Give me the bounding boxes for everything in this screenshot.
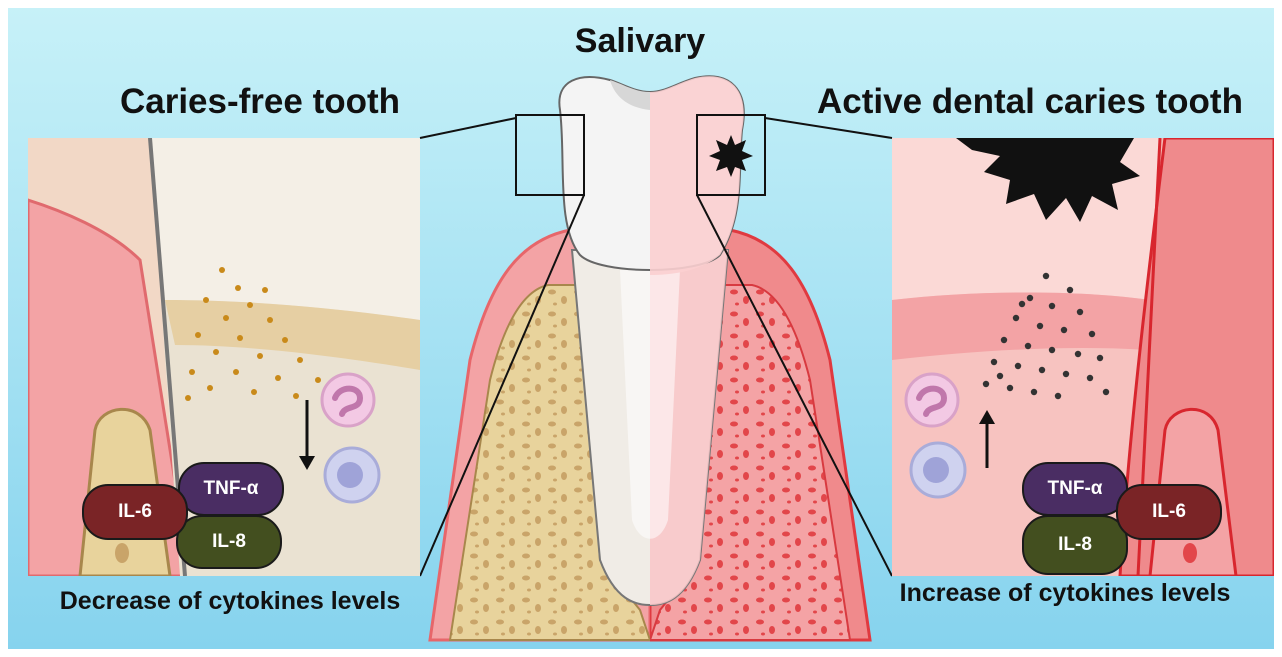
note-decrease: Decrease of cytokines levels bbox=[40, 586, 420, 616]
title-salivary: Salivary bbox=[480, 22, 800, 61]
il-6-badge-right: IL-6 bbox=[1116, 484, 1222, 540]
title-caries-free: Caries-free tooth bbox=[100, 82, 420, 122]
neutrophil-right bbox=[906, 374, 958, 426]
note-increase: Increase of cytokines levels bbox=[880, 578, 1250, 608]
tnf-alpha-badge-right: TNF-α bbox=[1022, 462, 1128, 516]
neutrophil-left bbox=[322, 374, 374, 426]
tnf-alpha-badge-left: TNF-α bbox=[178, 462, 284, 516]
il-6-badge-left: IL-6 bbox=[82, 484, 188, 540]
il-8-badge-right: IL-8 bbox=[1022, 515, 1128, 575]
il-8-badge-left: IL-8 bbox=[176, 515, 282, 569]
title-active-caries: Active dental caries tooth bbox=[800, 82, 1260, 122]
